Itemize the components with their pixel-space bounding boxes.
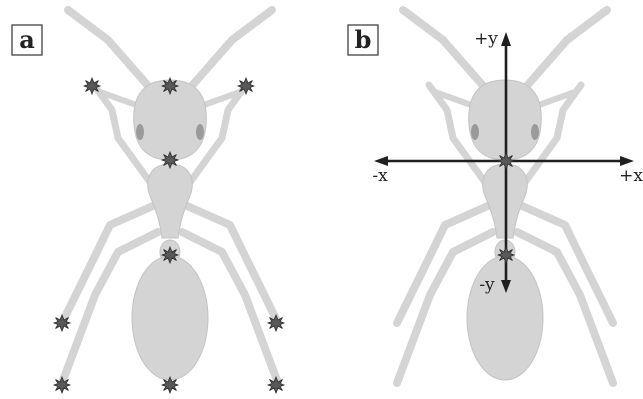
panel-a-label: a (19, 25, 35, 54)
x-positive-label: +x (619, 166, 643, 186)
marker-right-middle-leg (268, 315, 284, 331)
marker-right-hind-leg (268, 377, 284, 393)
x-negative-label: -x (372, 166, 388, 186)
panel-a: a (12, 10, 284, 393)
y-axis-arrow-up (501, 32, 511, 46)
panel-b-label: b (355, 25, 372, 54)
panel-b: b +y -y -x +x (348, 10, 643, 383)
x-axis-arrow-left (374, 156, 388, 166)
x-axis-arrow-right (620, 156, 634, 166)
y-negative-label: -y (479, 275, 495, 295)
ant-drawing-a (62, 10, 278, 383)
y-positive-label: +y (474, 29, 498, 49)
